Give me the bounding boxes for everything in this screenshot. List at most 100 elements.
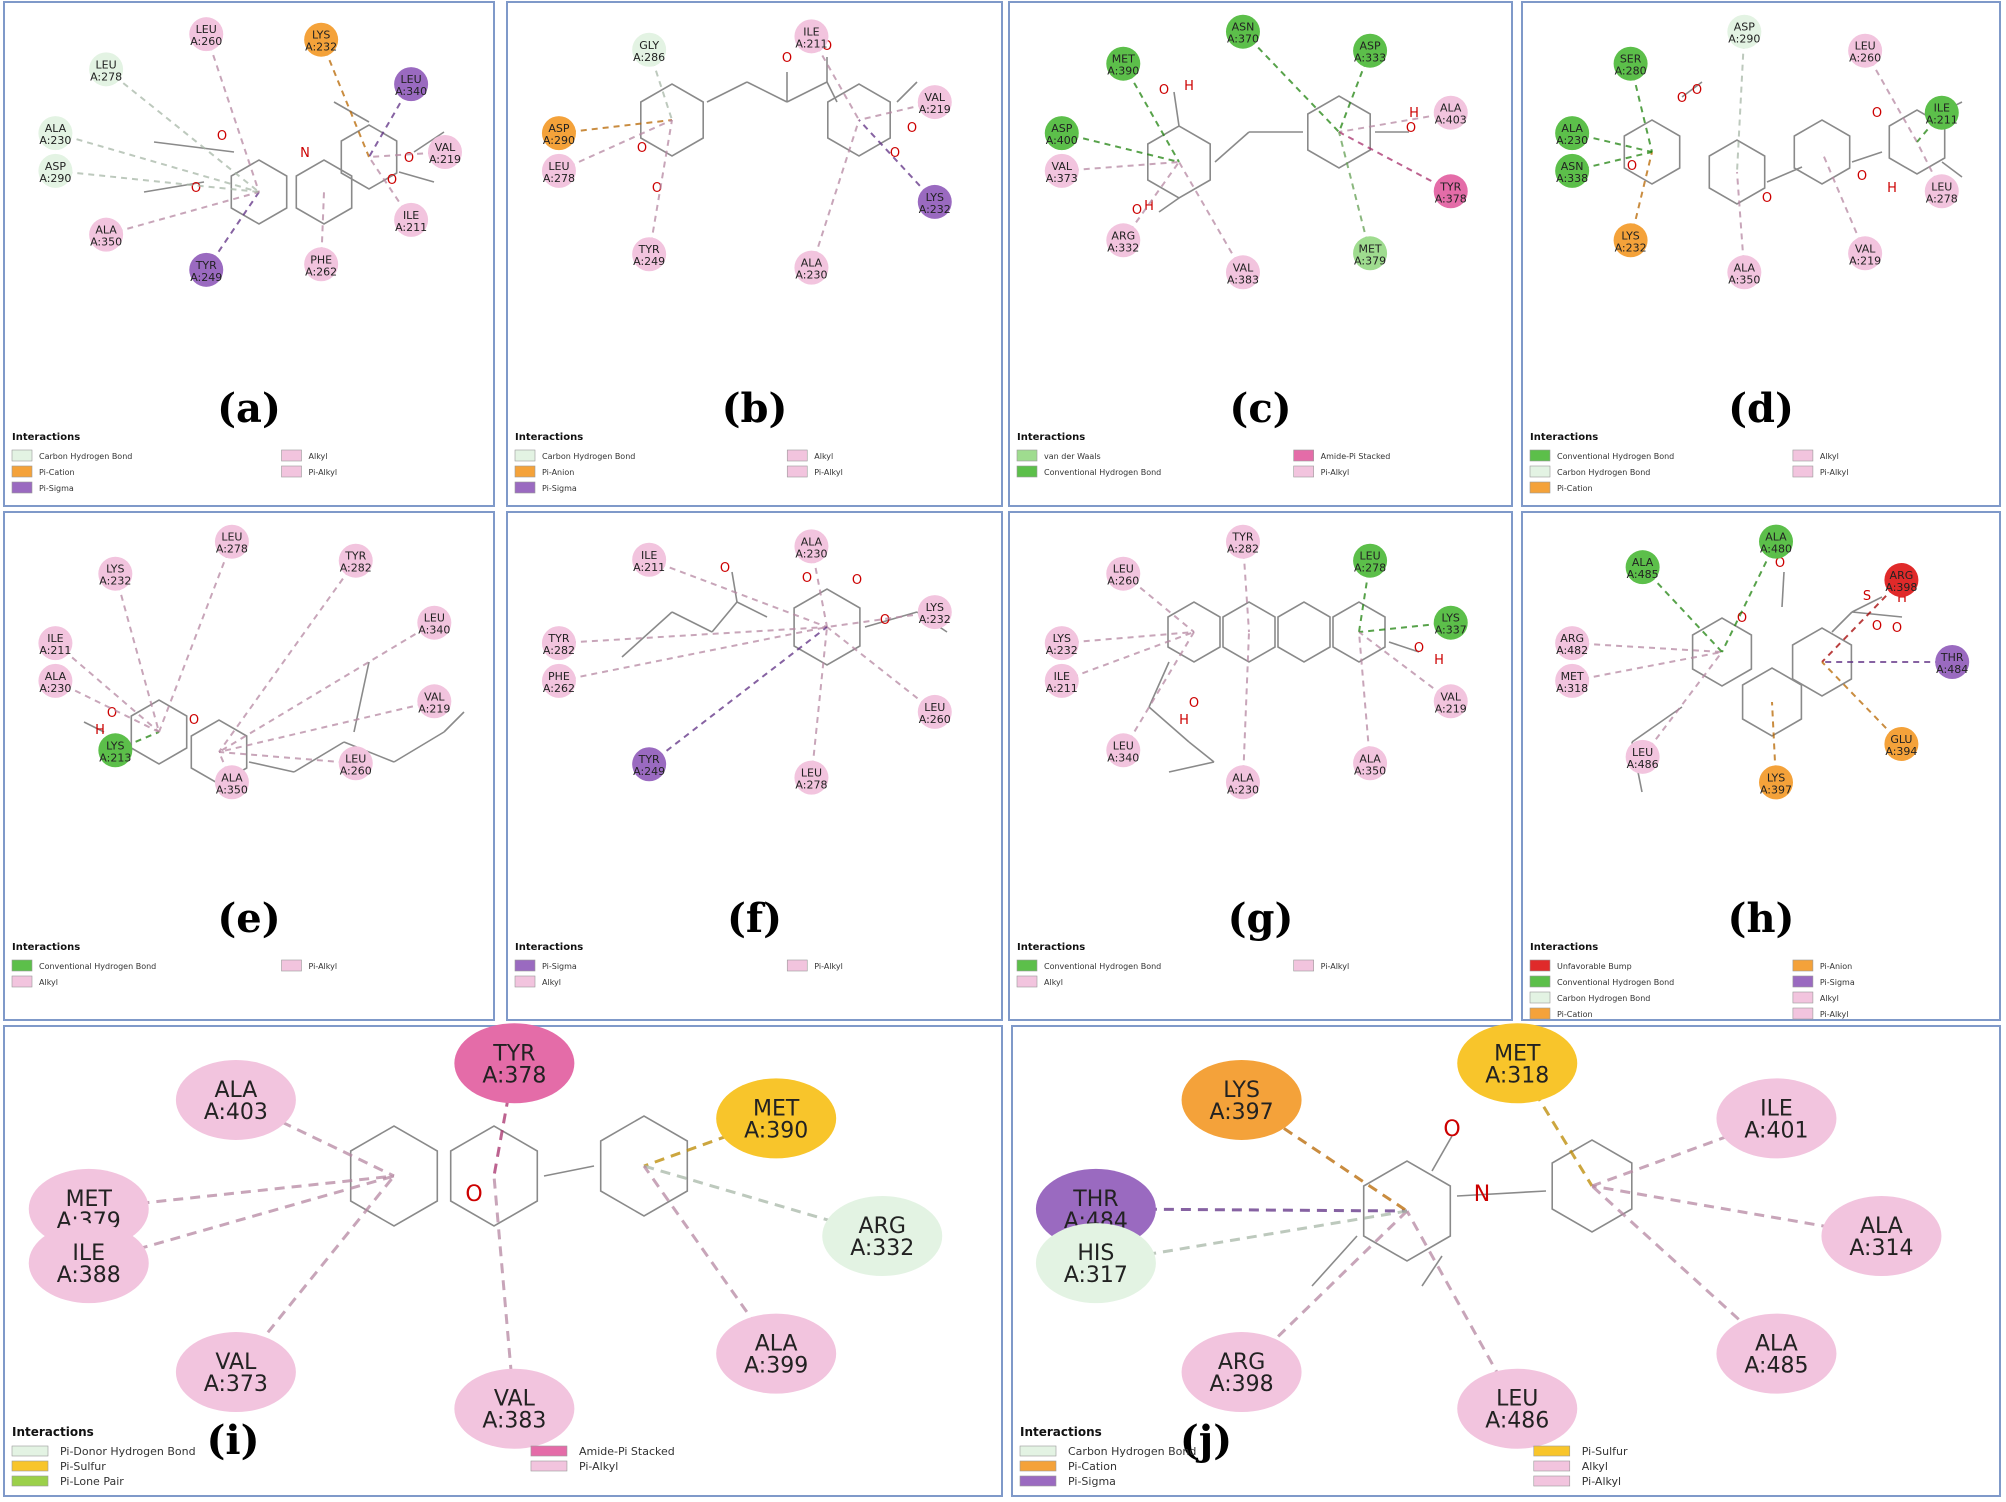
residue-disc [1353,236,1388,271]
residue-name: ILE [803,25,819,38]
residue-disc [1555,626,1590,661]
ligand-bond [153,141,235,153]
panel-label: (d) [1728,385,1794,432]
residue-disc [189,252,224,287]
residue-name: ILE [1934,102,1950,115]
legend-label: Unfavorable Bump [1557,962,1632,971]
